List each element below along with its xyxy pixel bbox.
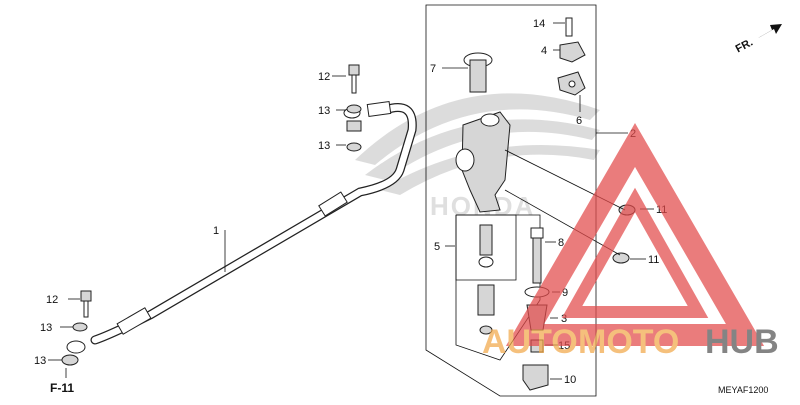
callout-10: 10 [564,374,576,386]
automotohub-logo: AUTO MOTO HUB [482,123,779,361]
lower-banjo-hardware [61,290,92,366]
logo-triangle [505,123,765,346]
front-direction-indicator: FR. [734,24,782,55]
logo-triangle-inner [561,187,709,318]
callout-12-upper: 12 [318,71,330,83]
logo-word-auto: AUTO [482,323,578,361]
callout-12-lower: 12 [46,294,58,306]
callout-5: 5 [434,241,440,253]
callout-13-upper-a: 13 [318,105,330,117]
callout-11-lower: 11 [648,254,659,266]
callout-1: 1 [213,225,219,237]
callout-9: 9 [562,287,568,299]
reservoir-joint [463,52,493,93]
front-direction-label: FR. [734,36,755,55]
callout-13-upper-b: 13 [318,140,330,152]
diagram-code: MEYAF1200 [718,385,768,395]
page-reference: F-11 [50,381,74,395]
callout-13-lower-a: 13 [40,322,52,334]
hose-banjo-lower [66,340,86,354]
reservoir-bracket [557,17,586,96]
callout-14: 14 [533,18,545,30]
callout-7: 7 [430,63,436,75]
logo-word-hub: HUB [705,323,779,361]
brake-hose [66,100,417,354]
master-cylinder-body [455,111,511,213]
push-rod [530,227,544,284]
callout-8: 8 [558,237,564,249]
callout-3: 3 [561,313,567,325]
callout-6: 6 [576,115,582,127]
assembly-outline-box [425,4,597,397]
logo-word-moto: MOTO [578,323,679,361]
piston-group [477,224,495,335]
upper-banjo-hardware [346,64,362,152]
callout-4: 4 [541,45,547,57]
joint-clevis [522,364,549,391]
front-arrow-icon [758,24,782,38]
callout-13-lower-b: 13 [34,355,46,367]
